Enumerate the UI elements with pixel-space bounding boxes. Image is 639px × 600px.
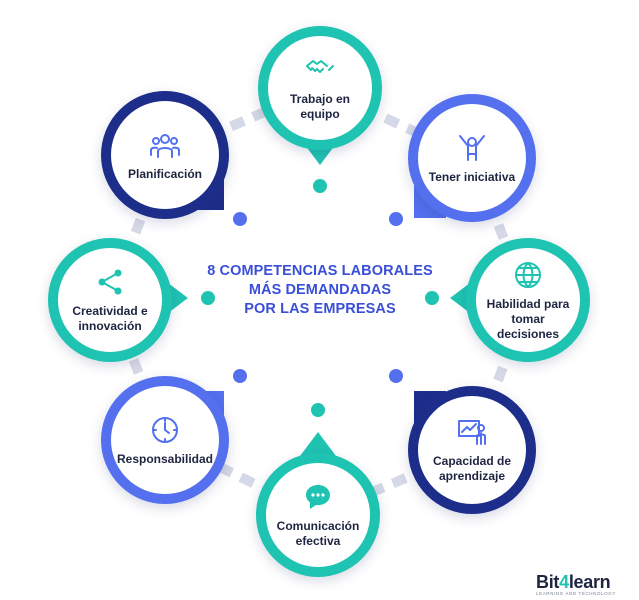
title-line-2: MÁS DEMANDADAS — [248, 282, 392, 298]
globe-icon — [515, 261, 541, 288]
competency-label: Comunicación efectiva — [276, 519, 360, 548]
inner-dot — [233, 369, 247, 383]
competency-label: Responsabilidad — [116, 451, 214, 466]
inner-dot — [201, 291, 215, 305]
logo-wordmark: Bit4learn — [536, 572, 611, 592]
competency-label: Creatividad e innovación — [72, 304, 148, 333]
team-group-icon — [150, 133, 180, 158]
competency-label: Habilidad para tomar decisiones — [486, 296, 570, 341]
competency-node: Habilidad para tomar decisiones — [466, 238, 590, 362]
inner-dot — [313, 179, 327, 193]
competency-label: Tener iniciativa — [428, 169, 516, 184]
inner-dot — [389, 369, 403, 383]
competency-label: Planificación — [127, 166, 203, 181]
competency-label: Trabajo en equipo — [289, 92, 351, 121]
node-pointer — [300, 432, 336, 456]
inner-dot — [389, 212, 403, 226]
inner-dot — [233, 212, 247, 226]
person-arms-up-icon — [459, 134, 485, 161]
clock-icon — [152, 416, 178, 443]
title-line-1: 8 COMPETENCIAS LABORALES — [207, 263, 433, 279]
competency-label: Capacidad de aprendizaje — [432, 454, 512, 483]
competency-node: Planificación — [101, 91, 229, 219]
inner-dot — [311, 403, 325, 417]
logo-tagline: LEARNING AND TECHNOLOGY — [536, 591, 616, 596]
presentation-person-icon — [458, 420, 486, 445]
competency-node: Comunicación efectiva — [256, 453, 380, 577]
bit4learn-logo: Bit4learn LEARNING AND TECHNOLOGY — [536, 573, 636, 599]
competency-node: Creatividad e innovación — [48, 238, 172, 362]
share-nodes-icon — [98, 269, 122, 295]
chat-bubble-icon — [306, 485, 330, 509]
title-line-3: POR LAS EMPRESAS — [244, 301, 396, 317]
center-title: 8 COMPETENCIAS LABORALES MÁS DEMANDADAS … — [200, 262, 440, 319]
inner-dot — [425, 291, 439, 305]
competency-node: Responsabilidad — [101, 376, 229, 504]
inner-dots — [201, 179, 439, 417]
competency-node: Tener iniciativa — [408, 94, 536, 222]
competency-node: Trabajo en equipo — [258, 26, 382, 150]
handshake-icon — [306, 60, 334, 73]
competency-node: Capacidad de aprendizaje — [408, 386, 536, 514]
